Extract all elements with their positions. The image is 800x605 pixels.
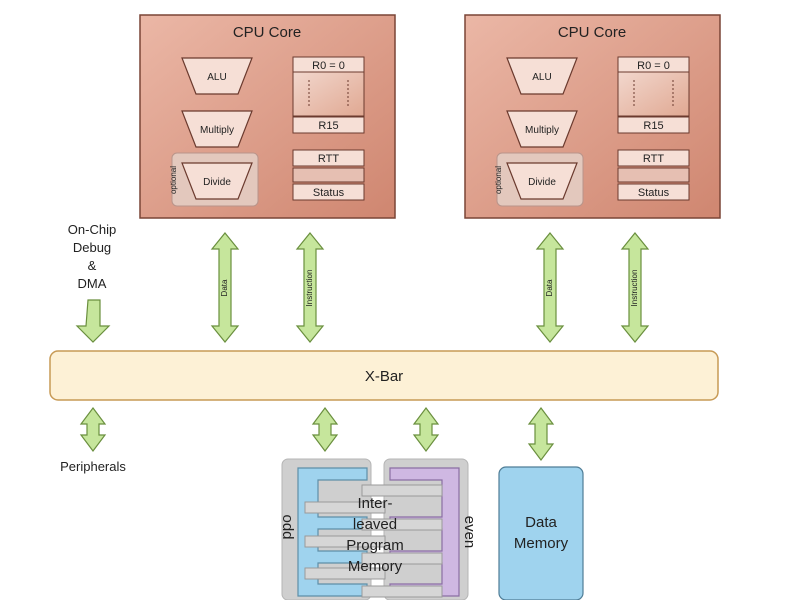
program-memory-label-line-3: Program: [346, 537, 404, 554]
instruction-bus-label-2: Instruction: [630, 270, 639, 307]
peripherals-arrow: [79, 407, 107, 452]
divide-unit-2-shape: [506, 162, 578, 200]
instruction-bus-arrow-2: [620, 232, 650, 343]
register-r15-box-1: [292, 116, 365, 134]
odd-memory-arrow: [311, 407, 339, 452]
multiply-unit-1-shape: [181, 110, 253, 148]
register-spacer-box-1: [292, 167, 365, 183]
even-interleave-slot-2: [361, 518, 443, 531]
multiply-unit-2-shape: [506, 110, 578, 148]
program-memory-label-line-1: Inter-: [357, 495, 392, 512]
alu-unit-2-label: ALU: [532, 72, 551, 83]
even-interleave-slot-3: [361, 552, 443, 565]
register-spacer-box-2: [617, 167, 690, 183]
even-bank-label: even: [461, 516, 478, 549]
register-r15-box-2: [617, 116, 690, 134]
register-file-middle-2: [617, 71, 690, 117]
data-bus-label-2: Data: [545, 279, 554, 296]
data-memory-arrow: [527, 407, 555, 461]
data-memory-box: [498, 466, 584, 601]
xbar-box: [49, 350, 719, 401]
data-bus-arrow-1: [210, 232, 240, 343]
data-bus-label-1: Data: [220, 279, 229, 296]
debug-dma-arrow: [75, 299, 111, 343]
instruction-bus-label-1: Instruction: [305, 270, 314, 307]
register-rtt-box-1: [292, 149, 365, 167]
program-memory-label-line-4: Memory: [348, 558, 403, 575]
register-rtt-label-1: RTT: [318, 153, 339, 165]
peripherals-label: Peripherals: [60, 459, 126, 474]
data-memory-label-line-2: Memory: [514, 535, 569, 552]
debug-label-line-1: On-Chip: [68, 222, 116, 237]
odd-interleave-slot-2: [304, 535, 386, 548]
xbar-label: X-Bar: [365, 368, 403, 385]
even-interleave-slot-4: [361, 585, 443, 598]
debug-label-line-3: &: [88, 258, 97, 273]
register-rtt-box-2: [617, 149, 690, 167]
multiply-unit-1-label: Multiply: [200, 125, 234, 136]
odd-interleave-slot-3: [304, 567, 386, 580]
register-status-label-2: Status: [638, 187, 670, 199]
register-r15-label-1: R15: [318, 120, 338, 132]
cpu-core-1-title: CPU Core: [233, 24, 301, 41]
register-status-label-1: Status: [313, 187, 345, 199]
register-status-box-2: [617, 183, 690, 201]
data-memory-label-line-1: Data: [525, 514, 557, 531]
debug-label-line-4: DMA: [78, 276, 107, 291]
debug-label-line-2: Debug: [73, 240, 111, 255]
data-bus-arrow-2: [535, 232, 565, 343]
divide-unit-2-label: Divide: [528, 177, 556, 188]
cpu-core-2-title: CPU Core: [558, 24, 626, 41]
divide-unit-1-label: Divide: [203, 177, 231, 188]
divide-unit-1-shape: [181, 162, 253, 200]
program-memory-label-line-2: leaved: [353, 516, 397, 533]
alu-unit-1-label: ALU: [207, 72, 226, 83]
alu-unit-2-shape: [506, 57, 578, 95]
odd-interleave-slot-1: [304, 501, 386, 514]
register-r0-label-1: R0 = 0: [312, 60, 345, 72]
register-r15-label-2: R15: [643, 120, 663, 132]
optional-label-1: optional: [169, 166, 178, 194]
multiply-unit-2-label: Multiply: [525, 125, 559, 136]
optional-label-2: optional: [494, 166, 503, 194]
even-interleave-slot-1: [361, 484, 443, 497]
alu-unit-1-shape: [181, 57, 253, 95]
odd-bank-label: odd: [279, 514, 296, 539]
register-rtt-label-2: RTT: [643, 153, 664, 165]
register-r0-label-2: R0 = 0: [637, 60, 670, 72]
register-file-middle-1: [292, 71, 365, 117]
register-status-box-1: [292, 183, 365, 201]
even-memory-arrow: [412, 407, 440, 452]
instruction-bus-arrow-1: [295, 232, 325, 343]
